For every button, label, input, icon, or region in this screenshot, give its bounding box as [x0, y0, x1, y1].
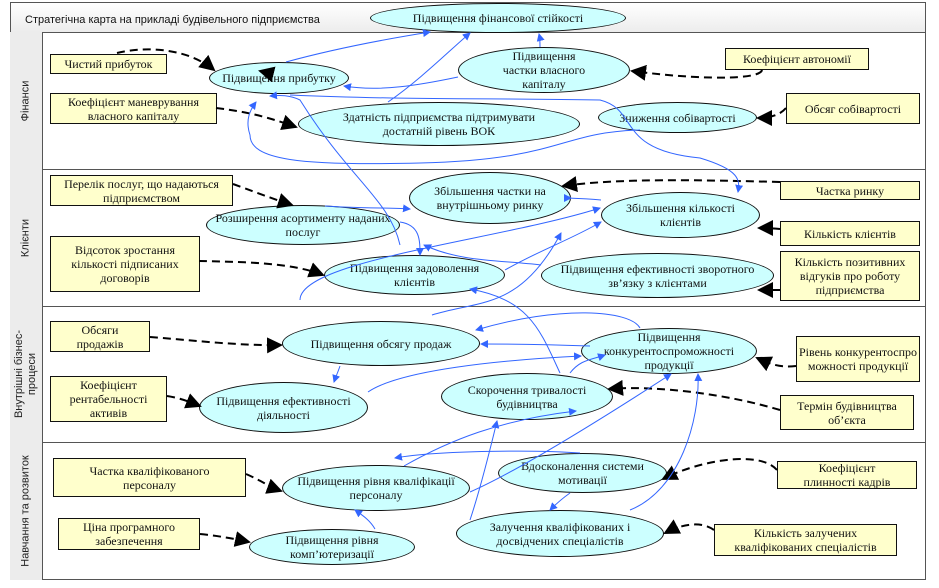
indicator-services-list[interactable]: Перелік послуг, що надаються підприємств…	[50, 175, 233, 206]
indicator-reviews[interactable]: Кількість позитивних відгуків про роботу…	[780, 251, 920, 301]
indicator-autonomy[interactable]: Коефіцієнт автономії	[725, 48, 869, 70]
indicator-market-share[interactable]: Частка ринку	[780, 181, 920, 200]
indicator-sales-volume[interactable]: Обсяги продажів	[50, 321, 150, 352]
goal-feedback[interactable]: Підвищення ефективності зворотного зв’яз…	[541, 253, 774, 298]
indicator-competitiveness-level[interactable]: Рівень конкурентоспроможності продукції	[796, 336, 920, 382]
goal-fin-stability[interactable]: Підвищення фінансової стійкості	[370, 3, 626, 33]
goal-motivation[interactable]: Вдосконалення системи мотивації	[498, 453, 667, 493]
goal-assortment[interactable]: Розширення асортименту наданих послуг	[206, 205, 400, 245]
indicator-cost-volume[interactable]: Обсяг собівартості	[786, 93, 920, 124]
goal-competitiveness[interactable]: Підвищення конкурентоспроможності продук…	[581, 328, 757, 374]
goal-client-count[interactable]: Збільшення кількості клієнтів	[601, 192, 760, 238]
indicator-net-profit[interactable]: Чистий прибуток	[50, 54, 167, 74]
lane-label-learning: Навчання та розвиток	[19, 455, 32, 567]
lane-label-processes: Внутрішні бізнес-процеси	[13, 329, 38, 419]
lane-learning: Навчання та розвиток	[10, 442, 926, 580]
goal-efficiency[interactable]: Підвищення ефективності діяльності	[199, 382, 368, 433]
indicator-clients[interactable]: Кількість клієнтів	[780, 221, 920, 246]
indicator-hired-specialists[interactable]: Кількість залучених кваліфікованих спеці…	[714, 524, 897, 556]
goal-satisfaction[interactable]: Підвищення задоволення клієнтів	[324, 255, 505, 295]
indicator-qualified-share[interactable]: Частка кваліфікованого персоналу	[53, 458, 246, 497]
diagram-title: Стратегічна карта на прикладі будівельно…	[25, 14, 320, 26]
goal-specialists[interactable]: Залучення кваліфікованих і досвідчених с…	[456, 510, 664, 557]
lane-label-finance: Фінанси	[19, 80, 32, 121]
goal-wok[interactable]: Здатність підприємства підтримувати дост…	[298, 102, 580, 146]
indicator-turnover[interactable]: Коефіцієнт плинності кадрів	[777, 461, 917, 489]
indicator-roa[interactable]: Коефіцієнт рентабельності активів	[50, 376, 167, 422]
goal-qualification[interactable]: Підвищення рівня кваліфікації персоналу	[282, 465, 470, 511]
goal-build-time[interactable]: Скорочення тривалості будівництва	[441, 373, 613, 420]
goal-profit[interactable]: Підвищення прибутку	[209, 62, 349, 94]
indicator-build-term[interactable]: Термін будівництва об’єкта	[780, 395, 914, 430]
goal-market-share[interactable]: Збільшення частки на внутрішньому ринку	[409, 172, 571, 224]
goal-sales[interactable]: Підвищення обсягу продаж	[282, 321, 480, 366]
goal-equity-share[interactable]: Підвищення частки власного капіталу	[458, 47, 630, 93]
goal-cost-reduction[interactable]: Зниження собівартості	[598, 102, 757, 133]
lane-label-clients: Клієнти	[19, 218, 32, 257]
goal-computerization[interactable]: Підвищення рівня комп’ютеризації	[249, 529, 415, 565]
indicator-maneuver[interactable]: Коефіцієнт маневрування власного капітал…	[50, 93, 217, 124]
indicator-contracts-growth[interactable]: Відсоток зростання кількості підписаних …	[50, 236, 200, 292]
indicator-software-price[interactable]: Ціна програмного забезпечення	[58, 518, 200, 550]
